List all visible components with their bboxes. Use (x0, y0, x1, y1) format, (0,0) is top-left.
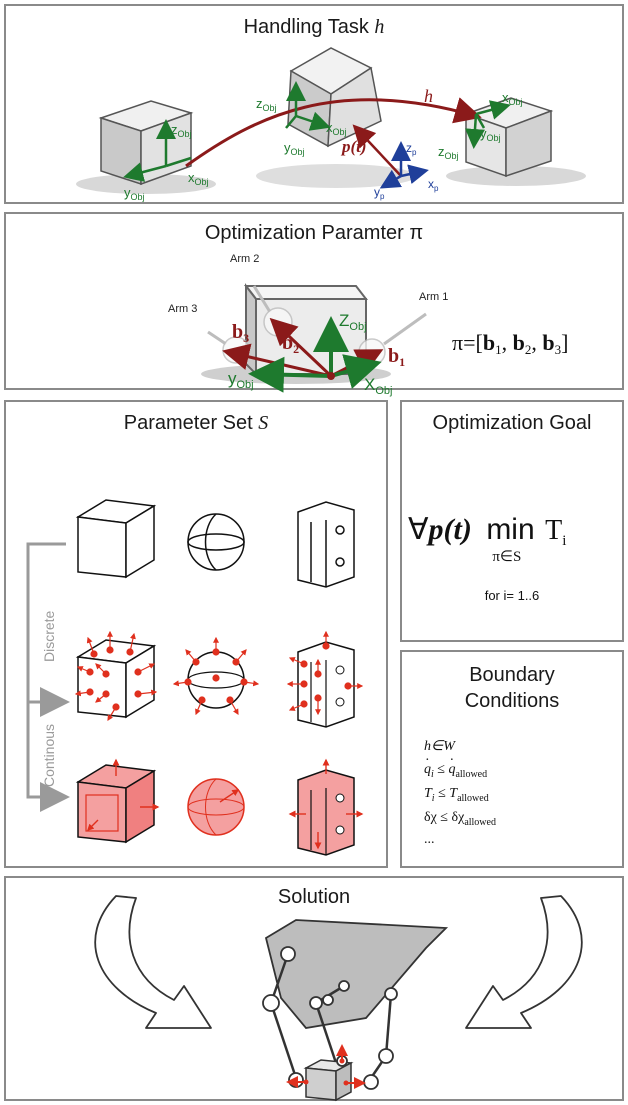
discrete-arrow (26, 542, 70, 717)
handling-task-illustration: zObj yObj xObj zObj yObj xObj h p(t) xOb… (76, 47, 586, 202)
handling-task-var: h (374, 16, 385, 38)
svg-text:yObj: yObj (284, 140, 305, 157)
bracket-continuous (288, 758, 364, 856)
optimization-goal-range: for i= 1..6 (484, 588, 540, 603)
svg-text:xObj: xObj (326, 120, 347, 137)
optimization-parameter-title: Optimization Paramter π (204, 222, 424, 244)
optimization-parameter-panel: Optimization Paramter π (4, 212, 624, 397)
trajectory-h (185, 97, 482, 168)
solution-panel: Solution (4, 876, 624, 1102)
bracket-plain (297, 501, 355, 588)
svg-text:h: h (424, 86, 433, 106)
svg-text:b2: b2 (282, 332, 299, 356)
sphere-plain (187, 513, 245, 571)
svg-text:xObj: xObj (188, 170, 209, 187)
svg-text:xObj: xObj (502, 90, 523, 107)
cube-plain (75, 499, 157, 579)
boundary-conditions-panel: Boundary Conditions h∈W q·i ≤ q·allowed … (400, 650, 624, 868)
boundary-condition-more: ... (424, 832, 435, 847)
parameter-set-panel: Parameter Set S Discrete Continous (4, 400, 388, 868)
cube-discrete (74, 630, 158, 722)
svg-text:Arm 1: Arm 1 (419, 291, 448, 303)
cube-continuous (75, 758, 160, 844)
handling-task-title: Handling Task h (243, 16, 385, 38)
svg-text:p(t): p(t) (340, 137, 367, 156)
boundary-conditions-title: Boundary Conditions (464, 664, 560, 712)
pt-vector (352, 124, 402, 177)
solution-title: Solution (277, 886, 351, 908)
left-curved-arrow (94, 895, 212, 1029)
bracket-discrete (286, 630, 364, 728)
svg-text:zp: zp (406, 141, 417, 157)
sphere-continuous (187, 778, 245, 836)
svg-text:Arm 3: Arm 3 (168, 303, 197, 315)
pi-formula: π=[b1, b2, b3] (452, 330, 568, 357)
handling-task-panel: Handling Task h (4, 4, 624, 204)
right-cube (463, 97, 554, 178)
svg-text:yObj: yObj (124, 185, 145, 202)
svg-text:XObj: XObj (364, 375, 392, 397)
svg-text:zObj: zObj (171, 122, 192, 139)
boundary-condition-workspace: h∈W (424, 739, 455, 754)
parameter-set-illustration: Discrete Continous (26, 499, 364, 856)
svg-text:yObj: yObj (228, 369, 254, 391)
boundary-condition-accuracy: δχ ≤ δχallowed (424, 810, 496, 828)
boundary-condition-torque: Ti ≤ Tallowed (424, 786, 489, 804)
svg-text:ZObj: ZObj (339, 311, 367, 333)
svg-text:zObj: zObj (256, 96, 277, 113)
svg-text:Continous: Continous (41, 724, 57, 787)
grasped-object (303, 1059, 354, 1102)
svg-text:Arm 2: Arm 2 (230, 253, 259, 265)
parameter-set-title: Parameter Set S (123, 412, 269, 434)
svg-text:Discrete: Discrete (41, 610, 57, 662)
boundary-condition-velocity: q·i ≤ q·allowed (424, 753, 488, 780)
optimization-goal-panel: Optimization Goal ∀p(t) min π∈S Ti for i… (400, 400, 624, 642)
svg-text:xp: xp (428, 177, 439, 193)
sphere-discrete (172, 636, 260, 716)
optimization-goal-title: Optimization Goal (432, 412, 592, 434)
svg-text:yObj: yObj (480, 126, 501, 143)
continuous-arrow (26, 702, 70, 812)
svg-text:b1: b1 (388, 345, 405, 369)
right-curved-arrow (465, 895, 583, 1029)
solution-illustration (94, 895, 583, 1102)
svg-text:yp: yp (374, 185, 385, 201)
svg-text:zObj: zObj (438, 144, 459, 161)
b2-vector (269, 317, 333, 378)
robot-base-platform (264, 919, 449, 1029)
svg-text:b3: b3 (232, 321, 249, 345)
optimization-goal-formula: ∀p(t) min π∈S Ti (408, 513, 567, 565)
optimization-parameter-illustration: Arm 2 Arm 3 Arm 1 b2 b3 b1 ZObj XObj yOb… (168, 253, 568, 397)
